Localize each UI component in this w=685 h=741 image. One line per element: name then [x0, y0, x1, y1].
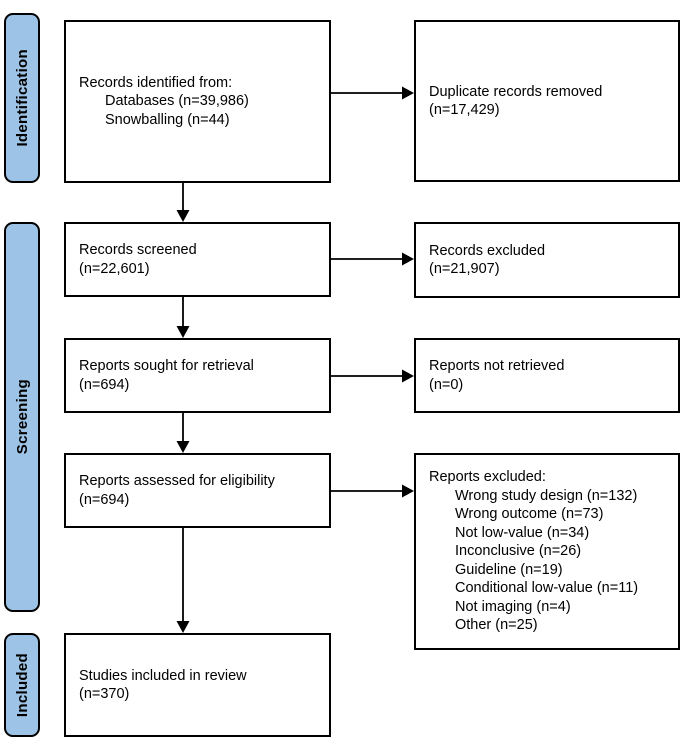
reports-excluded-inconclusive: Inconclusive (n=26)	[455, 543, 582, 560]
stage-screening-label: Screening	[13, 379, 31, 455]
records-screened-count: (n=22,601)	[79, 260, 150, 277]
arrow-down-screened-to-sought	[176, 297, 190, 338]
reports-not-retrieved-count: (n=0)	[429, 376, 464, 393]
stage-included-label: Included	[13, 652, 31, 718]
box-records-identified: Records identified from: Databases (n=39…	[64, 20, 331, 183]
reports-sought-label: Reports sought for retrieval	[79, 358, 254, 374]
reports-excluded-guideline: Guideline (n=19)	[455, 561, 563, 578]
reports-not-retrieved-label: Reports not retrieved	[429, 358, 565, 374]
studies-included-label: Studies included in review	[79, 667, 247, 684]
reports-excluded-wrong-study-design: Wrong study design (n=132)	[455, 487, 638, 504]
arrow-right-screened-to-excluded	[331, 252, 414, 266]
duplicates-removed-count: (n=17,429)	[429, 102, 500, 118]
box-records-excluded: Records excluded (n=21,907)	[414, 222, 680, 298]
records-identified-title: Records identified from:	[79, 74, 233, 91]
box-reports-sought: Reports sought for retrieval (n=694)	[64, 338, 331, 413]
records-screened-label: Records screened	[79, 242, 197, 258]
reports-excluded-wrong-outcome: Wrong outcome (n=73)	[455, 506, 604, 523]
records-excluded-label: Records excluded	[429, 242, 546, 259]
box-reports-not-retrieved: Reports not retrieved (n=0)	[414, 338, 680, 413]
box-reports-assessed: Reports assessed for eligibility (n=694)	[64, 453, 331, 528]
reports-excluded-not-low-value: Not low-value (n=34)	[455, 524, 590, 541]
stage-identification-label: Identification	[13, 49, 31, 147]
stage-included: Included	[4, 633, 40, 737]
reports-sought-count: (n=694)	[79, 376, 130, 393]
arrow-down-sought-to-assessed	[176, 413, 190, 453]
reports-excluded-conditional-low-value: Conditional low-value (n=11)	[455, 580, 639, 597]
records-identified-snowballing: Snowballing (n=44)	[105, 111, 230, 128]
reports-excluded-other: Other (n=25)	[455, 617, 538, 634]
arrow-down-assessed-to-included	[176, 528, 190, 633]
arrow-right-sought-to-not-retrieved	[331, 369, 414, 383]
box-duplicates-removed: Duplicate records removed (n=17,429)	[414, 20, 680, 182]
duplicates-removed-label: Duplicate records removed	[429, 83, 603, 100]
stage-identification: Identification	[4, 13, 40, 183]
stage-screening: Screening	[4, 222, 40, 612]
reports-assessed-count: (n=694)	[79, 491, 130, 508]
box-records-screened: Records screened (n=22,601)	[64, 222, 331, 297]
box-studies-included: Studies included in review (n=370)	[64, 633, 331, 737]
reports-excluded-not-imaging: Not imaging (n=4)	[455, 598, 571, 615]
arrow-right-assessed-to-reports-excluded	[331, 484, 414, 498]
reports-assessed-label: Reports assessed for eligibility	[79, 473, 275, 489]
arrow-right-identified-to-duplicates	[331, 86, 414, 100]
records-excluded-count: (n=21,907)	[429, 261, 500, 277]
studies-included-count: (n=370)	[79, 686, 130, 702]
records-identified-databases: Databases (n=39,986)	[105, 93, 249, 110]
reports-excluded-title: Reports excluded:	[429, 469, 546, 486]
arrow-down-identified-to-screened	[176, 183, 190, 222]
box-reports-excluded: Reports excluded: Wrong study design (n=…	[414, 453, 680, 650]
